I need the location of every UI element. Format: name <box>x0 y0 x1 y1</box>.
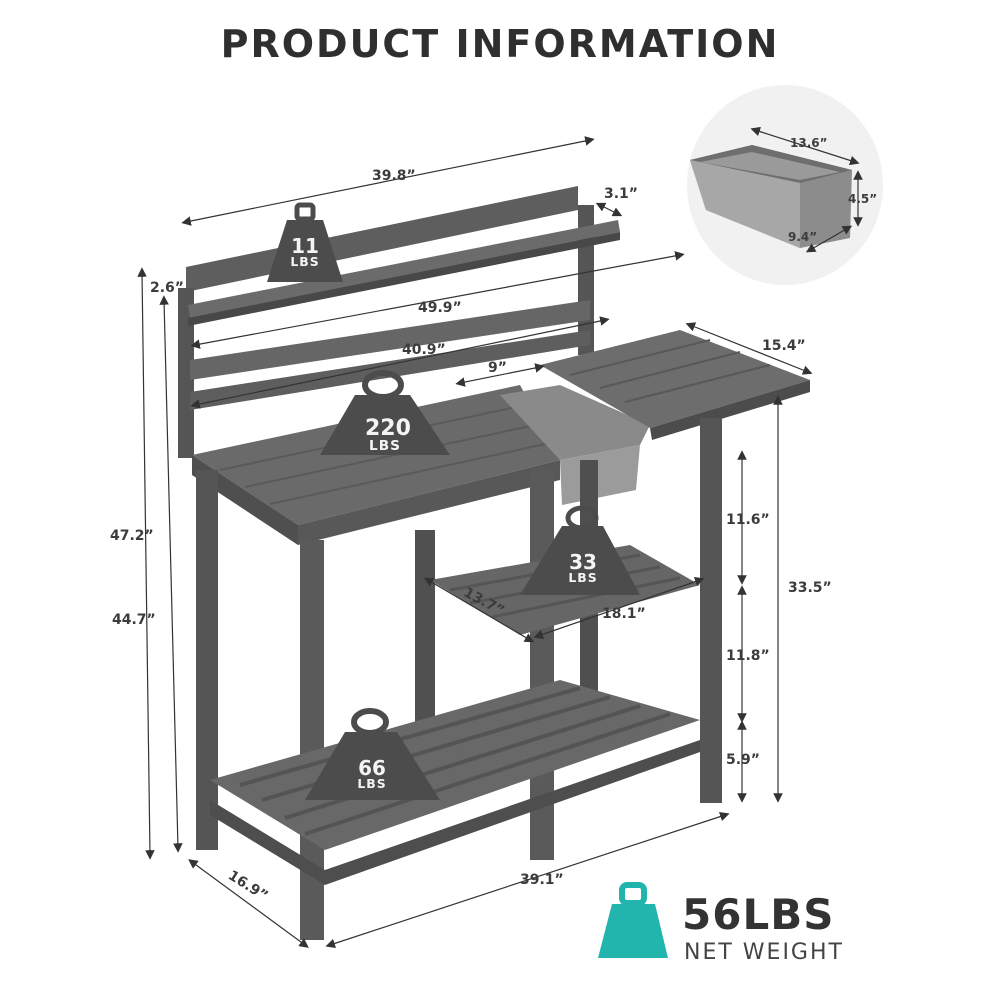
sink-length: 13.6” <box>790 136 828 150</box>
dim-total-width: 49.9” <box>418 300 462 316</box>
dim-side-table-depth: 15.4” <box>762 338 806 354</box>
dim-sink-gap: 9” <box>488 360 507 376</box>
dim-shelf-thickness: 2.6” <box>150 280 185 296</box>
dim-shelf-height: 44.7” <box>112 612 156 628</box>
sink-width: 9.4” <box>788 230 818 244</box>
dim-table-height: 33.5” <box>788 580 832 596</box>
dim-overall-width: 39.8” <box>372 168 416 184</box>
net-weight-label: NET WEIGHT <box>684 940 844 965</box>
sink-bubble <box>687 85 883 285</box>
sink-height: 4.5” <box>848 192 878 206</box>
page-title: PRODUCT INFORMATION <box>220 22 780 66</box>
bottom-shelf <box>210 680 700 885</box>
dim-bottom-clearance: 5.9” <box>726 752 761 768</box>
dimension-lines <box>137 126 863 949</box>
dim-inner-width: 40.9” <box>402 342 446 358</box>
weight-icon-66 <box>305 708 440 800</box>
dim-mid-shelf-width: 18.1” <box>602 606 646 622</box>
dim-tier2-gap: 11.8” <box>726 648 770 664</box>
dim-backboard-depth: 3.1” <box>604 186 639 202</box>
dim-total-height: 47.2” <box>110 528 154 544</box>
dim-base-width: 39.1” <box>520 872 564 888</box>
net-weight-value: 56LBS <box>682 890 835 939</box>
net-weight-icon <box>598 882 668 958</box>
dim-tier1-gap: 11.6” <box>726 512 770 528</box>
